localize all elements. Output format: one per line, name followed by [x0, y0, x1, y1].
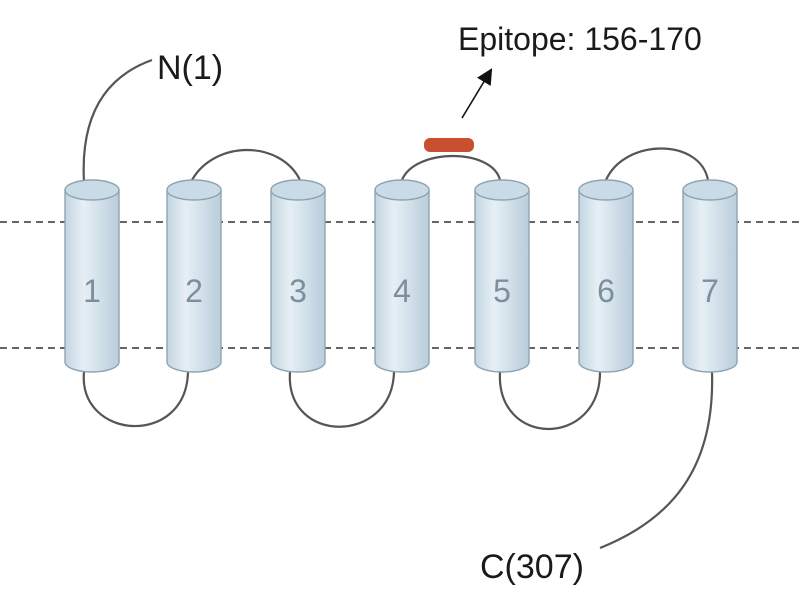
helix-7: 7 — [682, 179, 738, 373]
epitope-label: Epitope: 156-170 — [458, 21, 702, 57]
helix-2: 2 — [166, 179, 222, 373]
helix-body — [270, 190, 326, 373]
helix-cap — [474, 179, 530, 201]
helix-cap — [166, 179, 222, 201]
extracellular-loop-3 — [604, 147, 710, 181]
helix-5: 5 — [474, 179, 530, 373]
helix-number: 1 — [83, 273, 101, 309]
helix-number: 5 — [493, 273, 511, 309]
helix-body — [578, 190, 634, 373]
intracellular-loop-3 — [498, 371, 602, 430]
helix-body — [64, 190, 120, 373]
helix-cap — [64, 179, 120, 201]
loops — [82, 58, 714, 550]
helix-3: 3 — [270, 179, 326, 373]
helix-body — [374, 190, 430, 373]
helix-cap — [682, 179, 738, 201]
helix-6: 6 — [578, 179, 634, 373]
c-terminus-label: C(307) — [480, 548, 584, 586]
helix-number: 7 — [701, 273, 719, 309]
intracellular-loop-2 — [288, 371, 396, 428]
helix-number: 4 — [393, 273, 411, 309]
helix-4: 4 — [374, 179, 430, 373]
helix-group: 1 2 3 4 5 6 7 — [64, 179, 738, 373]
helix-number: 6 — [597, 273, 615, 309]
epitope-marker — [424, 138, 474, 152]
helix-body — [474, 190, 530, 373]
intracellular-loop-1 — [82, 371, 190, 428]
helix-cap — [578, 179, 634, 201]
helix-body — [682, 190, 738, 373]
helix-number: 2 — [185, 273, 203, 309]
c-terminal-tail — [599, 371, 714, 550]
epitope-arrow — [461, 68, 493, 119]
extracellular-loop-1 — [191, 149, 301, 181]
extracellular-loop-2 — [400, 155, 502, 181]
n-terminus-label: N(1) — [157, 49, 223, 87]
helix-number: 3 — [289, 273, 307, 309]
helix-cap — [270, 179, 326, 201]
helix-body — [166, 190, 222, 373]
n-terminal-tail — [82, 58, 153, 183]
helix-cap — [374, 179, 430, 201]
helix-1: 1 — [64, 179, 120, 373]
